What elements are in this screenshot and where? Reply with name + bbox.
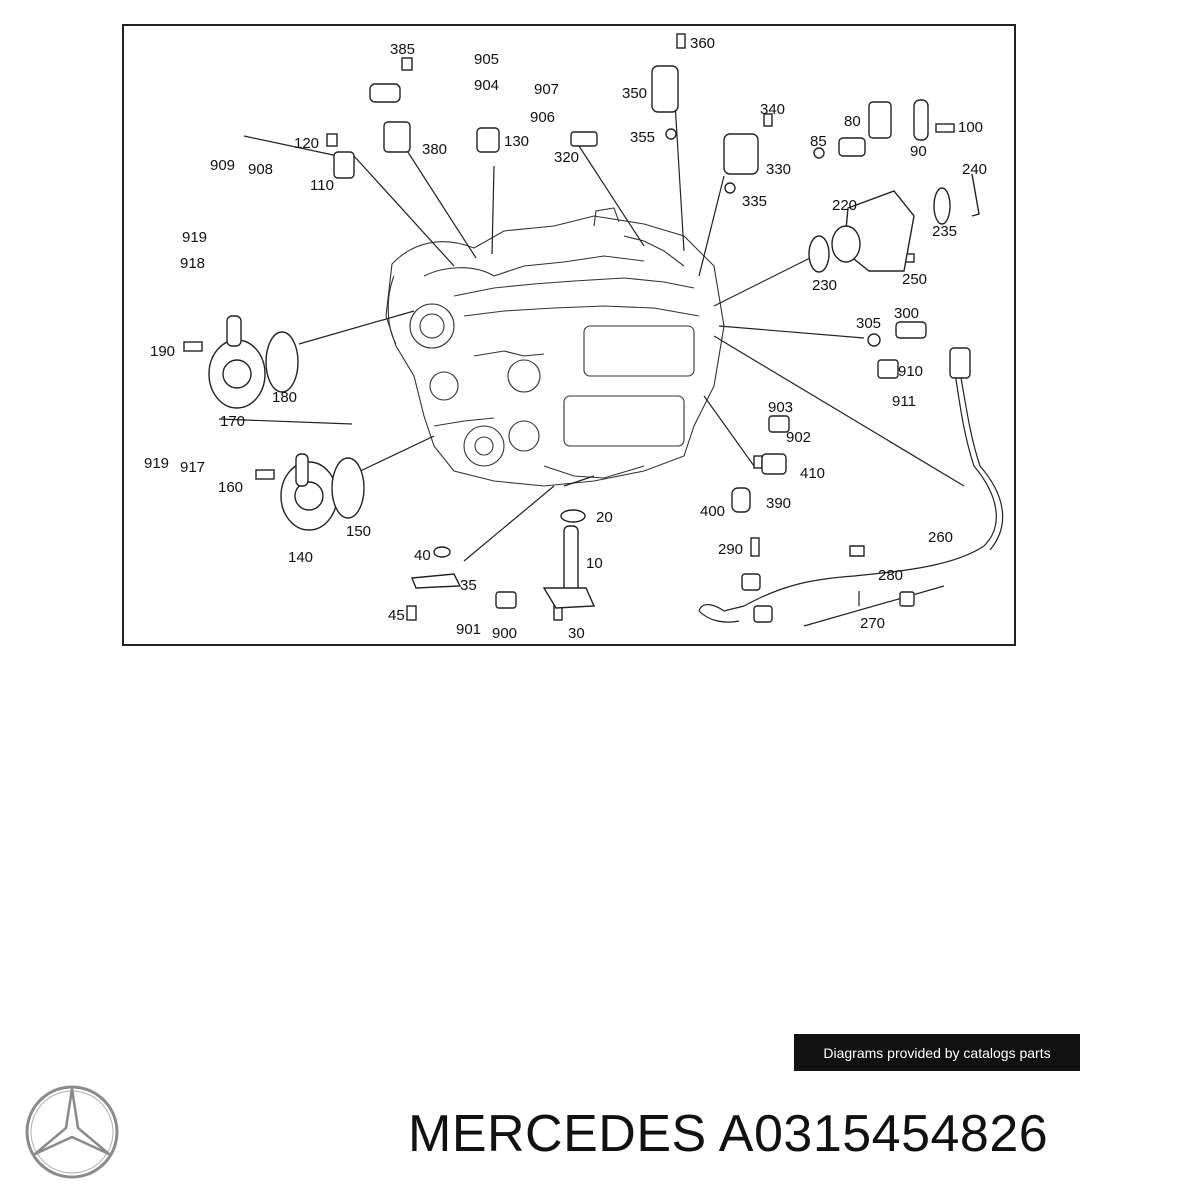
callout-label: 190 (150, 343, 175, 360)
callout-label: 905 (474, 51, 499, 68)
callout-label: 90 (910, 143, 927, 160)
callout-label: 330 (766, 161, 791, 178)
callout-label: 290 (718, 541, 743, 558)
callout-label: 919 (144, 455, 169, 472)
callout-label: 305 (856, 315, 881, 332)
callout-label: 350 (622, 85, 647, 102)
callout-label: 45 (388, 607, 405, 624)
callout-label: 901 (456, 621, 481, 638)
callout-label: 160 (218, 479, 243, 496)
callout-label: 300 (894, 305, 919, 322)
parts (183, 33, 1004, 627)
callout-label: 335 (742, 193, 767, 210)
callout-label: 80 (844, 113, 861, 130)
callout-label: 907 (534, 81, 559, 98)
callout-label: 919 (182, 229, 207, 246)
callout-labels: 360 385 905 904 907 906 350 340 120 380 … (144, 35, 987, 642)
callout-label: 320 (554, 149, 579, 166)
callout-label: 250 (902, 271, 927, 288)
callout-label: 385 (390, 41, 415, 58)
callout-label: 280 (878, 567, 903, 584)
callout-label: 270 (860, 615, 885, 632)
callout-label: 904 (474, 77, 499, 94)
callout-label: 35 (460, 577, 477, 594)
callout-label: 906 (530, 109, 555, 126)
callout-label: 360 (690, 35, 715, 52)
callout-label: 917 (180, 459, 205, 476)
engine-block-illustration (385, 207, 725, 487)
callout-label: 180 (272, 389, 297, 406)
callout-label: 902 (786, 429, 811, 446)
callout-label: 120 (294, 135, 319, 152)
part-number: A0315454826 (718, 1105, 1049, 1163)
callout-label: 400 (700, 503, 725, 520)
callout-label: 340 (760, 101, 785, 118)
callout-label: 380 (422, 141, 447, 158)
callout-label: 230 (812, 277, 837, 294)
diagram-source-watermark: Diagrams provided by catalogs parts (794, 1034, 1080, 1071)
callout-label: 909 (210, 157, 235, 174)
callout-label: 85 (810, 133, 827, 150)
callout-label: 110 (310, 177, 334, 194)
callout-label: 900 (492, 625, 517, 642)
callout-label: 240 (962, 161, 987, 178)
callout-label: 911 (892, 393, 916, 410)
mercedes-star-icon (25, 1085, 119, 1179)
callout-label: 150 (346, 523, 371, 540)
callout-label: 355 (630, 129, 655, 146)
callout-label: 410 (800, 465, 825, 482)
part-title: MERCEDES A0315454826 (408, 1108, 1048, 1160)
leader-lines (218, 85, 965, 562)
callout-label: 908 (248, 161, 273, 178)
callout-label: 170 (220, 413, 245, 430)
callout-label: 390 (766, 495, 791, 512)
brand-name: MERCEDES (408, 1105, 707, 1163)
callout-label: 220 (832, 197, 857, 214)
callout-label: 260 (928, 529, 953, 546)
callout-label: 235 (932, 223, 957, 240)
callout-label: 20 (596, 509, 613, 526)
callout-label: 918 (180, 255, 205, 272)
callout-label: 130 (504, 133, 529, 150)
callout-label: 910 (898, 363, 923, 380)
diagram-drawing: 360 385 905 904 907 906 350 340 120 380 … (144, 33, 1004, 642)
callout-label: 100 (958, 119, 983, 136)
callout-label: 140 (288, 549, 313, 566)
callout-label: 903 (768, 399, 793, 416)
exploded-parts-diagram: 360 385 905 904 907 906 350 340 120 380 … (122, 24, 1016, 646)
callout-label: 40 (414, 547, 431, 564)
callout-label: 10 (586, 555, 603, 572)
callout-label: 30 (568, 625, 585, 642)
